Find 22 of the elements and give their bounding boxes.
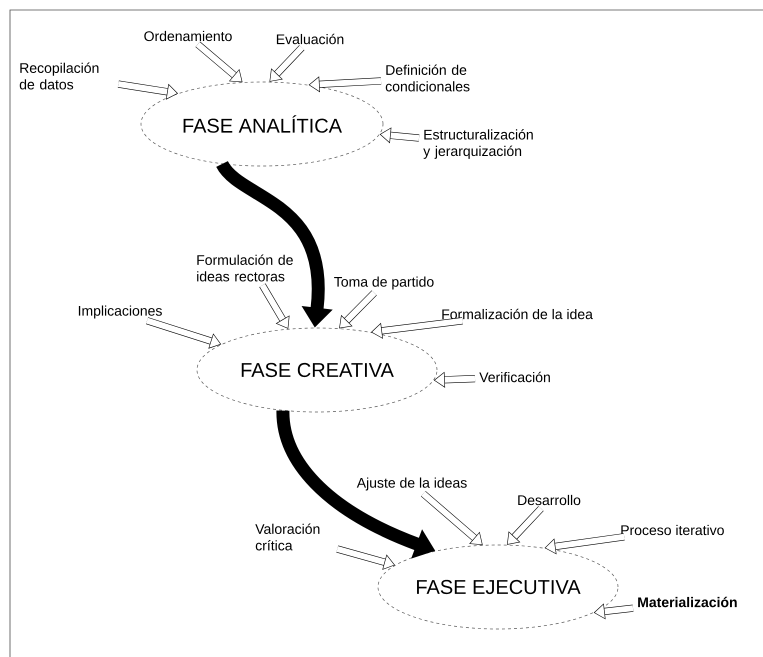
phase-step-text: Estructuralización y jerarquización (423, 129, 533, 159)
phase-step-text: Ajuste de la ideas (356, 477, 467, 491)
phase-step-text: Formulación de ideas rectoras (197, 254, 293, 282)
block-arrow (259, 283, 290, 329)
phase-step-text: Materialización (638, 596, 737, 608)
block-arrow (371, 317, 463, 339)
phase-step-text: Ordenamiento (144, 30, 232, 42)
phase-step-text: Formalización de la idea (442, 308, 593, 320)
phase-step-text: Proceso iterativo (621, 524, 724, 536)
block-arrow (146, 317, 222, 349)
phase-step-text: Valoración crítica (255, 524, 320, 550)
phase-step-text: Desarrollo (518, 494, 580, 506)
phase-step-text: Verificación (479, 372, 550, 382)
block-arrow (420, 490, 483, 545)
phase-step-text: Definición de condicionales (386, 64, 470, 92)
phase-step-text: Recopilación de datos (20, 62, 98, 90)
block-arrow (339, 290, 377, 328)
block-arrow (336, 546, 395, 570)
phase-step-text: Evaluación (276, 34, 344, 44)
block-arrow (544, 533, 625, 554)
phase-step-text: Toma de partido (334, 276, 434, 290)
phase-step-text: Implicaciones (78, 305, 162, 319)
